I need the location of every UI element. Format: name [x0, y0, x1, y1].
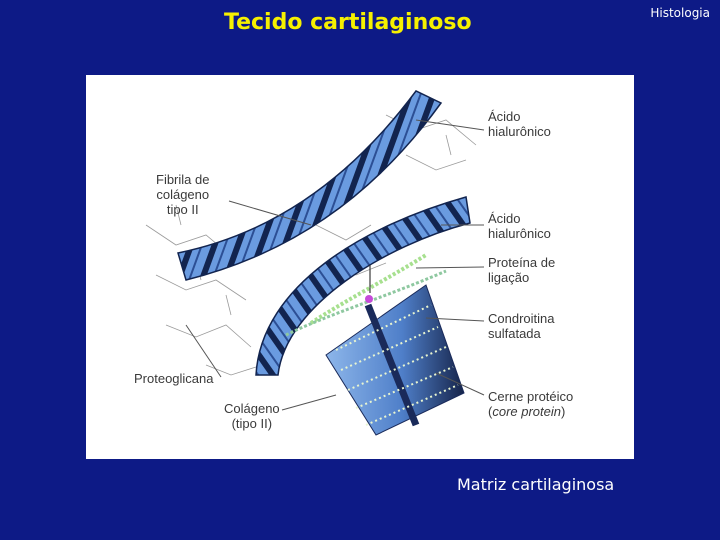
label-line: (tipo II) [231, 416, 273, 431]
label-line: hialurônico [488, 124, 551, 139]
corner-label: Histologia [650, 6, 710, 20]
label-italic: core protein [492, 404, 561, 419]
leader-lines [185, 119, 485, 411]
label-cerne-proteico: Cerne protéico (core protein) [488, 389, 573, 419]
label-acido-hialuronico-1: Ácido hialurônico [488, 109, 551, 139]
label-line: Proteoglicana [134, 371, 214, 386]
label-fibrila-colageno: Fibrila de colágeno tipo II [156, 172, 209, 217]
label-line: Fibrila de [156, 172, 210, 187]
label-line: hialurônico [488, 226, 551, 241]
label-line: (core protein) [488, 404, 573, 419]
diagram-illustration [145, 90, 485, 436]
label-proteoglicana: Proteoglicana [134, 371, 214, 386]
label-condroitina-sulfatada: Condroitina sulfatada [488, 311, 555, 341]
link-protein-chain [285, 253, 447, 337]
label-acido-hialuronico-2: Ácido hialurônico [488, 211, 551, 241]
label-line: sulfatada [488, 326, 541, 341]
proteoglycan-aggregate [325, 265, 465, 436]
label-line: Colágeno [224, 401, 280, 416]
figure-caption: Matriz cartilaginosa [457, 475, 615, 494]
label-line: Proteína de [488, 255, 556, 270]
label-line: ligação [488, 270, 530, 285]
label-line: Cerne protéico [488, 389, 574, 404]
collagen-fibril-lower [255, 196, 471, 376]
label-line: Ácido [488, 109, 521, 124]
label-proteina-ligacao: Proteína de ligação [488, 255, 555, 285]
label-line: tipo II [166, 202, 199, 217]
label-line: Ácido [488, 211, 521, 226]
label-paren: ) [561, 404, 566, 419]
label-line: colágeno [156, 187, 210, 202]
slide-title: Tecido cartilaginoso [224, 10, 472, 35]
diagram-figure: Ácido hialurônico Fibrila de colágeno ti… [86, 75, 634, 459]
collagen-fibril-upper [177, 90, 443, 281]
label-colageno-tipo-ii: Colágeno (tipo II) [224, 401, 280, 431]
label-paren: ( [488, 404, 493, 419]
label-line: Condroitina [488, 311, 555, 326]
